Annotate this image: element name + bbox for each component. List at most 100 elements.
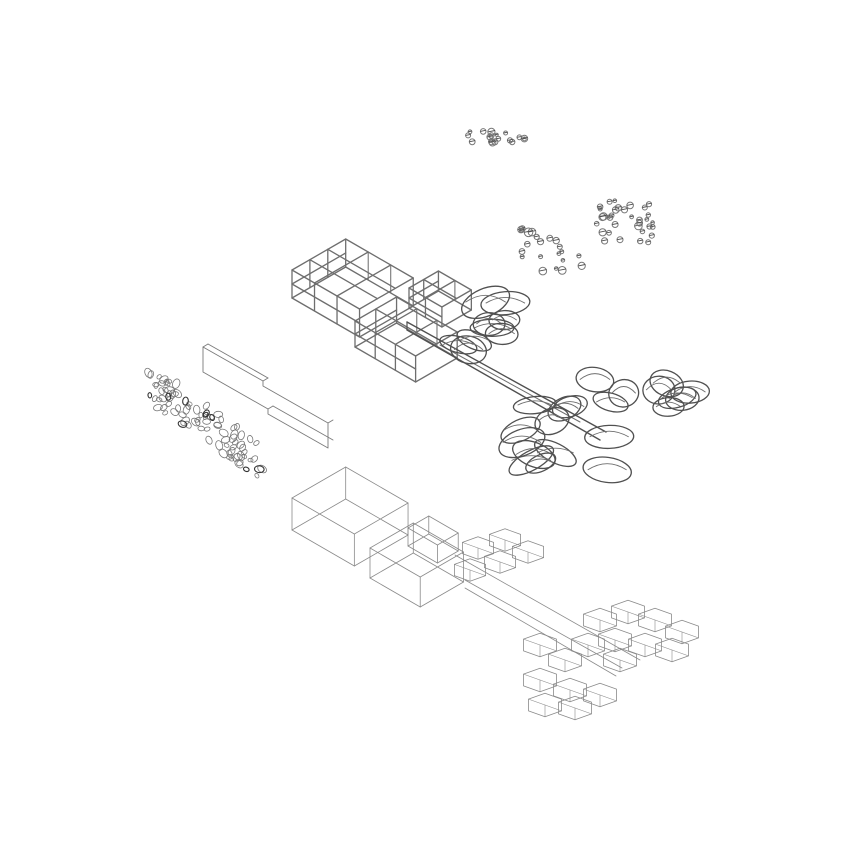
screen-cell <box>247 435 254 444</box>
plant-stem <box>559 250 564 253</box>
frame-box-main-roof-beam <box>313 251 369 284</box>
screen-cell <box>218 428 229 438</box>
canopy-rib <box>485 297 526 304</box>
canopy-leaf <box>584 424 635 450</box>
plant-stem <box>538 255 543 258</box>
plant-stem <box>598 207 603 210</box>
frame-box-main-roof-beam <box>309 259 379 300</box>
plant-sprig <box>644 217 650 222</box>
plant-stem <box>520 255 525 258</box>
canopy-rib <box>611 386 637 394</box>
plant-stem <box>539 269 547 272</box>
screen-cell <box>205 435 213 445</box>
screen-cell <box>194 417 201 423</box>
screen-cell <box>213 410 224 418</box>
shell-box-lower-edge <box>369 522 414 549</box>
screen-cell <box>234 459 244 469</box>
screen-cell <box>254 472 260 479</box>
plant-sprig <box>614 204 622 212</box>
screen-cell <box>159 375 169 384</box>
plant-stem <box>495 137 501 140</box>
plant-stem <box>646 202 652 205</box>
screen-cell <box>147 370 155 379</box>
plant-stem <box>634 223 643 227</box>
canopy-leaf <box>608 378 640 408</box>
screen-cell <box>182 396 189 406</box>
canopy-rib <box>474 323 510 329</box>
wall-panel <box>202 343 334 449</box>
plant-stem <box>640 229 645 232</box>
plant-stem <box>467 130 472 133</box>
frame-box-main-edge <box>358 277 414 310</box>
canopy-leaf <box>657 386 697 410</box>
screen-cell <box>158 387 165 396</box>
canopy-leaf <box>508 445 555 476</box>
canopy-rib <box>579 373 611 380</box>
screen-cell <box>177 420 188 428</box>
screen-cell <box>163 378 170 386</box>
plant-stem <box>636 218 643 221</box>
plant-sprig <box>536 238 545 246</box>
canopy-rib <box>655 401 682 408</box>
canopy-leaf <box>512 395 557 415</box>
screen-cell <box>247 457 254 463</box>
frame-box-main-edge <box>358 305 414 338</box>
plant-stem <box>609 213 615 216</box>
canopy-rib <box>537 414 567 422</box>
frame-box-main-roof-beam <box>336 264 392 297</box>
shell-box-small-edge <box>437 532 459 546</box>
frame-box-lower-edge <box>414 357 458 383</box>
screen-cell <box>165 400 173 408</box>
shell-box-small-edge <box>407 527 438 546</box>
frame-box-main-transom <box>291 283 361 324</box>
frame-box-small-edge <box>441 309 473 328</box>
canopy-leaf <box>480 290 531 316</box>
panel-edge <box>202 343 209 348</box>
screen-cell <box>253 465 265 474</box>
corridor-rail <box>406 329 601 441</box>
screen-cell <box>218 448 228 459</box>
canopy-rib <box>502 435 542 443</box>
screen-cell <box>240 449 248 456</box>
shell-box-small-edge <box>428 515 459 534</box>
plant-sprig <box>606 198 613 205</box>
frame-box-main-edge <box>291 297 361 338</box>
canopy-leaf <box>488 309 521 331</box>
panel-edge <box>327 419 334 424</box>
canopy-rib <box>536 447 574 454</box>
shell-box-main-edge <box>353 502 409 535</box>
screen-cell <box>233 453 243 461</box>
shell-box-main-edge <box>291 529 355 567</box>
shell-box-small-edge <box>407 515 430 529</box>
vegetation-layer <box>465 127 656 276</box>
canopy-leaf <box>500 416 541 444</box>
plant-stem <box>645 240 651 243</box>
canopy-rib <box>527 458 554 464</box>
screen-cell <box>257 464 267 474</box>
shell-box-main-edge <box>291 466 347 499</box>
canopy-leaf <box>484 322 519 346</box>
plant-stem <box>486 135 494 138</box>
plant-stem <box>546 236 553 239</box>
shell-box-lower-edge <box>369 547 421 578</box>
plant-stem <box>469 140 476 143</box>
screen-cell <box>241 453 248 459</box>
canopy-leaf <box>592 391 629 413</box>
plant-stem <box>594 222 600 225</box>
shell-box-main-edge <box>353 534 409 567</box>
plant-stem <box>598 230 607 233</box>
screen-cell <box>180 416 190 426</box>
plant-stem <box>626 203 634 206</box>
plant-sprig <box>629 214 634 220</box>
plant-stem <box>495 133 499 136</box>
plant-stem <box>642 206 648 208</box>
canopy-rib <box>555 401 585 408</box>
frame-box-main-edge <box>291 238 347 271</box>
plant-sprig <box>538 266 548 276</box>
plant-stem <box>621 208 628 211</box>
plant-stem <box>612 208 620 211</box>
plant-stem <box>537 240 544 243</box>
canopy-leaf <box>670 380 711 404</box>
screen-cell <box>237 430 245 441</box>
